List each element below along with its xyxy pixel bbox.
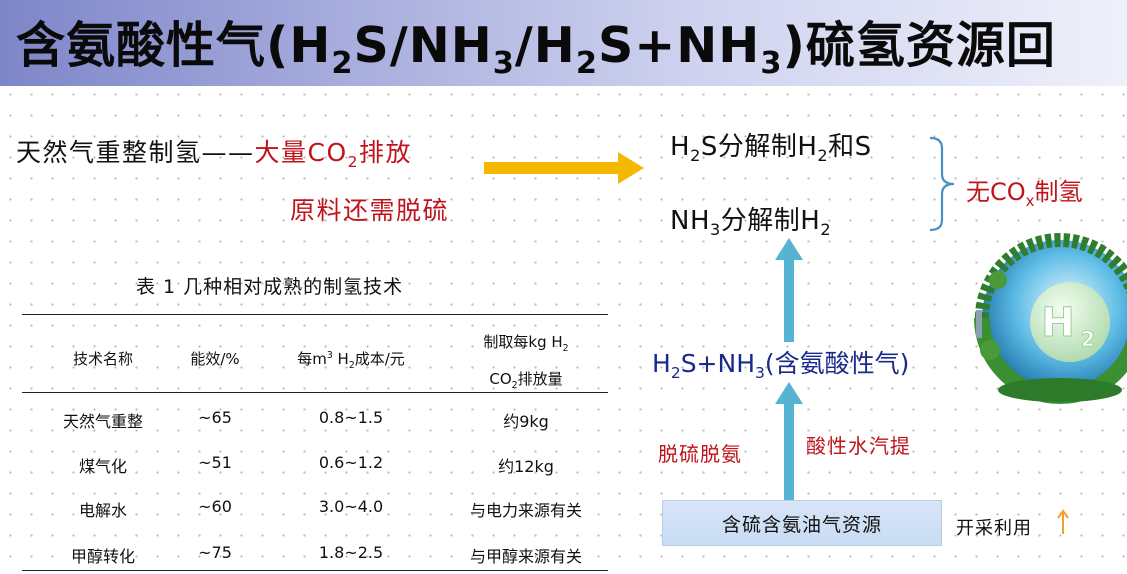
table-caption: 表 1 几种相对成熟的制氢技术	[136, 276, 404, 298]
header-cost: 每m3 H2成本/元	[297, 350, 405, 371]
table-bottom-rule	[22, 570, 608, 572]
page-title: 含氨酸性气(H2S/NH3/H2S+NH3)硫氢资源回	[16, 17, 1056, 81]
desulfurization-label: 脱硫脱氨	[658, 442, 742, 466]
nh3-decomposition: NH3分解制H2	[670, 206, 832, 240]
reforming-statement: 天然气重整制氢——大量CO2排放	[16, 138, 413, 171]
table-row: ~75	[198, 543, 232, 562]
table-row: 天然气重整	[62, 412, 143, 431]
table-row: ~65	[198, 408, 232, 427]
desulfurization-note: 原料还需脱硫	[290, 196, 450, 225]
stripping-label: 酸性水汽提	[806, 434, 911, 458]
svg-text:2: 2	[1081, 327, 1095, 351]
exploitation-label: 开采利用	[956, 518, 1032, 539]
table-row: 约12kg	[498, 457, 554, 476]
arrow-up-icon	[775, 238, 803, 342]
table-row: 煤气化	[78, 457, 127, 476]
title-bar	[0, 0, 1127, 86]
table-row: 电解水	[78, 501, 127, 520]
arrow-up-icon	[775, 382, 803, 500]
cox-free-label: 无COx制氢	[966, 178, 1083, 210]
table-row: 约9kg	[503, 412, 549, 431]
h2s-decomposition: H2S分解制H2和S	[670, 132, 872, 166]
header-efficiency: 能效/%	[190, 350, 240, 368]
h2-globe-icon: H 2	[974, 233, 1127, 404]
table-row: 与电力来源有关	[469, 501, 582, 520]
table-header-rule	[22, 392, 608, 393]
table-row: 1.8~2.5	[318, 543, 384, 562]
header-co2-line2: CO2排放量	[489, 370, 563, 391]
header-co2-line1: 制取每kg H2	[483, 333, 569, 354]
svg-text:H: H	[1041, 300, 1074, 346]
arrow-up-small-icon	[1057, 509, 1069, 534]
table-row: 0.6~1.2	[318, 453, 384, 472]
table-top-rule	[22, 314, 608, 316]
table-row: 甲醇转化	[70, 547, 135, 566]
acid-gas-label: H2S+NH3(含氨酸性气)	[652, 349, 910, 382]
table-row: 3.0~4.0	[318, 497, 384, 516]
brace-icon	[929, 136, 955, 232]
header-name: 技术名称	[72, 350, 133, 368]
table-row: ~60	[198, 497, 232, 516]
arrow-right-icon	[484, 152, 644, 184]
table-row: 0.8~1.5	[318, 408, 384, 427]
resource-box: 含硫含氨油气资源	[662, 500, 942, 546]
table-row: ~51	[198, 453, 232, 472]
table-row: 与甲醇来源有关	[469, 547, 582, 566]
